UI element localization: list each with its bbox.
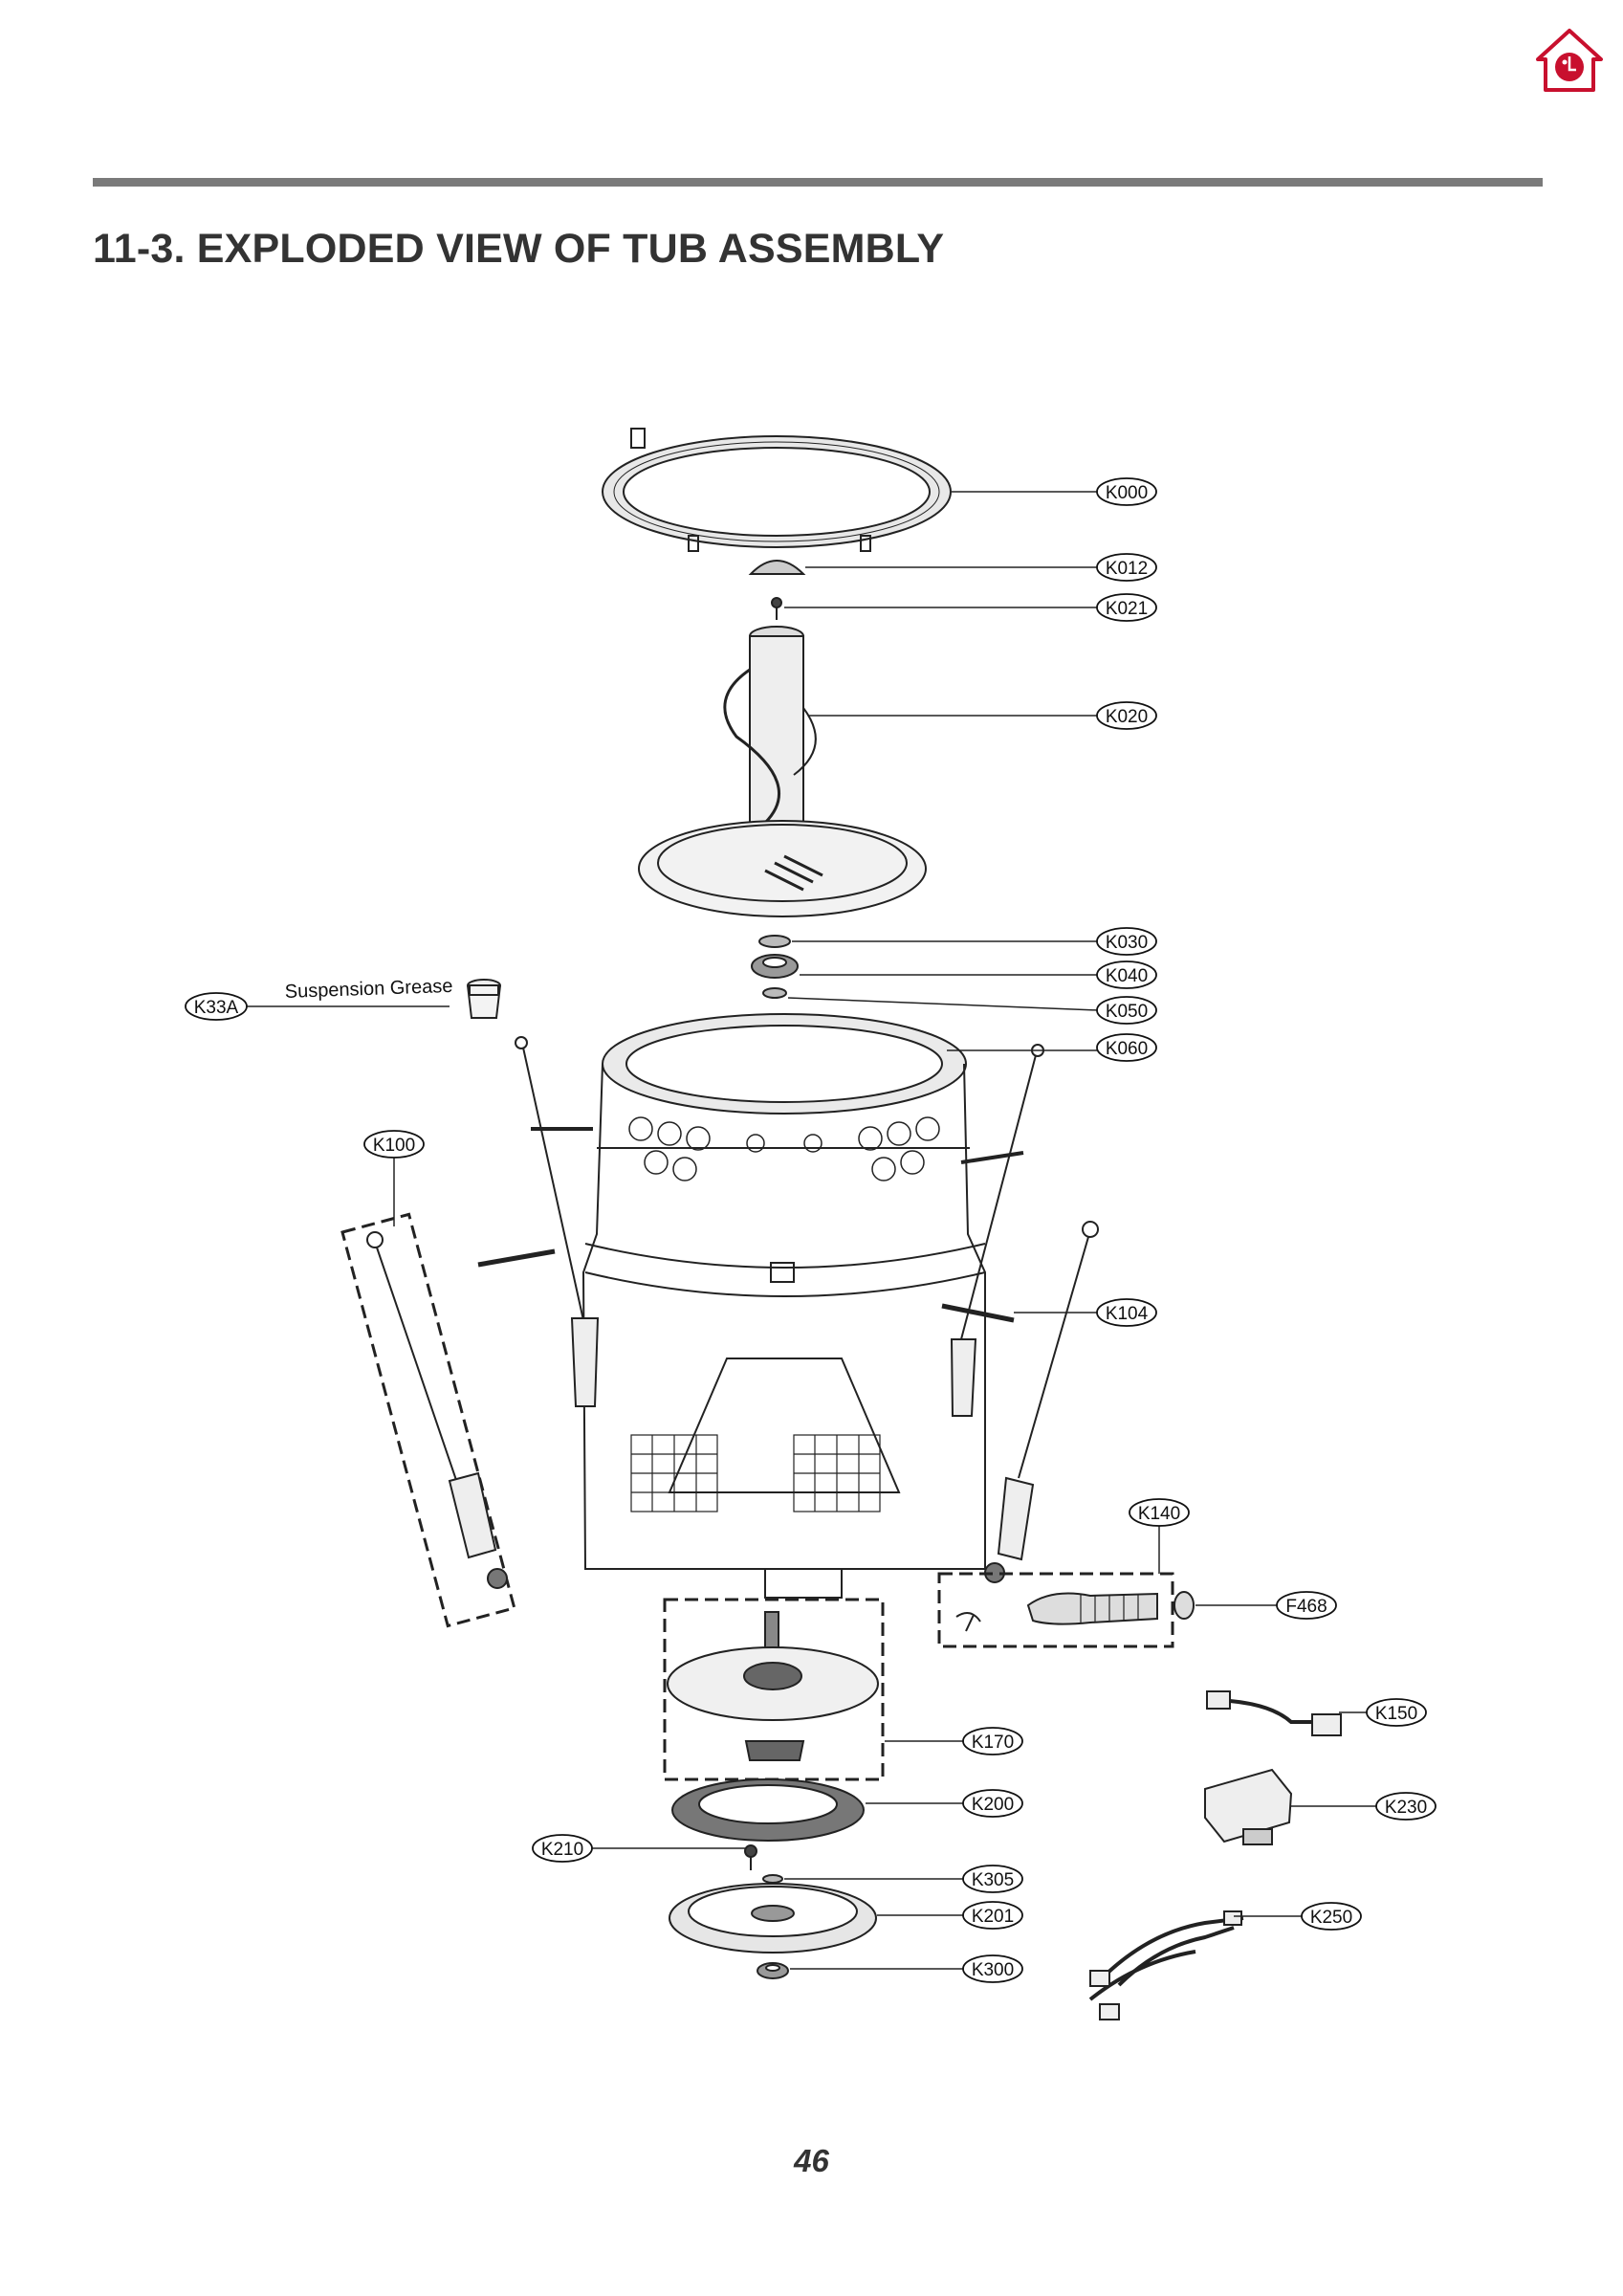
callout-k210-oval <box>532 1834 593 1863</box>
nut-part <box>751 954 799 979</box>
o-ring-part <box>762 987 787 999</box>
lg-home-icon[interactable] <box>1534 25 1605 96</box>
drain-motor-part <box>1204 1768 1293 1845</box>
callout-k33a-oval <box>185 992 248 1021</box>
clutch-assembly-group <box>663 1598 885 1781</box>
callout-k250-oval <box>1301 1902 1362 1931</box>
callout-k050: K050 <box>1106 1002 1148 1022</box>
callout-k030-oval <box>1096 927 1157 956</box>
callout-f468-oval <box>1276 1591 1337 1620</box>
bolt-part <box>744 1844 757 1870</box>
callout-k305-oval <box>962 1865 1023 1893</box>
stator-part <box>671 1778 865 1842</box>
callout-k050-oval <box>1096 996 1157 1025</box>
callout-k104-oval <box>1096 1298 1157 1327</box>
callout-k170-oval <box>962 1727 1023 1755</box>
callout-k060-oval <box>1096 1033 1157 1062</box>
callout-k33a: K33A <box>194 998 239 1018</box>
callout-k012: K012 <box>1106 559 1148 579</box>
callout-k000: K000 <box>1106 483 1148 503</box>
callout-k020: K020 <box>1106 707 1148 727</box>
callout-k250: K250 <box>1310 1908 1352 1928</box>
callout-f468: F468 <box>1285 1597 1327 1617</box>
callout-k020-oval <box>1096 701 1157 730</box>
drain-hose-group <box>937 1572 1174 1648</box>
callout-k230-oval <box>1375 1792 1437 1821</box>
callout-k100: K100 <box>373 1136 415 1156</box>
hanger-pin-parts <box>477 1127 1024 1323</box>
screw-part <box>771 597 782 620</box>
callout-k200-oval <box>962 1789 1023 1818</box>
suspension-assembly-group <box>340 1212 516 1628</box>
callout-k140-oval <box>1129 1498 1190 1527</box>
callout-k300-oval <box>962 1954 1023 1983</box>
callout-k060: K060 <box>1106 1039 1148 1059</box>
pulsator-part <box>638 626 927 917</box>
callout-k300: K300 <box>972 1960 1014 1980</box>
callout-k040: K040 <box>1106 966 1148 986</box>
pulsator-cap-part <box>748 560 806 575</box>
callout-k200: K200 <box>972 1795 1014 1815</box>
header-rule <box>93 178 1543 187</box>
callout-k104: K104 <box>1106 1304 1149 1324</box>
page-title: 11-3. EXPLODED VIEW OF TUB ASSEMBLY <box>93 226 945 272</box>
rotor-nut-part <box>757 1962 789 1979</box>
callout-k305: K305 <box>972 1870 1014 1890</box>
tub-cover-part <box>602 428 952 552</box>
harness-part <box>1206 1690 1342 1736</box>
callout-k140: K140 <box>1138 1504 1180 1524</box>
hose-clamp-part <box>1173 1591 1195 1620</box>
callout-k210: K210 <box>541 1840 583 1860</box>
callout-k030: K030 <box>1106 933 1148 953</box>
washer-part <box>758 935 791 948</box>
rotor-washer-part <box>762 1874 783 1884</box>
suspension-rod-left <box>515 1036 600 1407</box>
callout-k021: K021 <box>1106 599 1148 619</box>
callout-k040-oval <box>1096 960 1157 989</box>
callout-k230: K230 <box>1385 1798 1427 1818</box>
suspension-rod-standalone <box>984 1221 1099 1583</box>
rotor-part <box>669 1883 877 1954</box>
suspension-rod-right <box>950 1044 1044 1417</box>
callout-k012-oval <box>1096 553 1157 582</box>
callout-k170: K170 <box>972 1733 1014 1753</box>
callout-k100-oval <box>363 1130 425 1159</box>
callout-k201-oval <box>962 1901 1023 1930</box>
callout-k150: K150 <box>1375 1704 1417 1724</box>
callout-k150-oval <box>1366 1698 1427 1727</box>
page-number: 46 <box>794 2143 829 2178</box>
callout-k000-oval <box>1096 477 1157 506</box>
wire-harness-part <box>1088 1910 1244 2020</box>
suspension-grease-label: Suspension Grease <box>284 976 452 1003</box>
callout-k021-oval <box>1096 593 1157 622</box>
tub-body-part <box>581 1013 986 1599</box>
suspension-grease-part <box>467 979 501 1019</box>
callout-k201: K201 <box>972 1907 1014 1927</box>
